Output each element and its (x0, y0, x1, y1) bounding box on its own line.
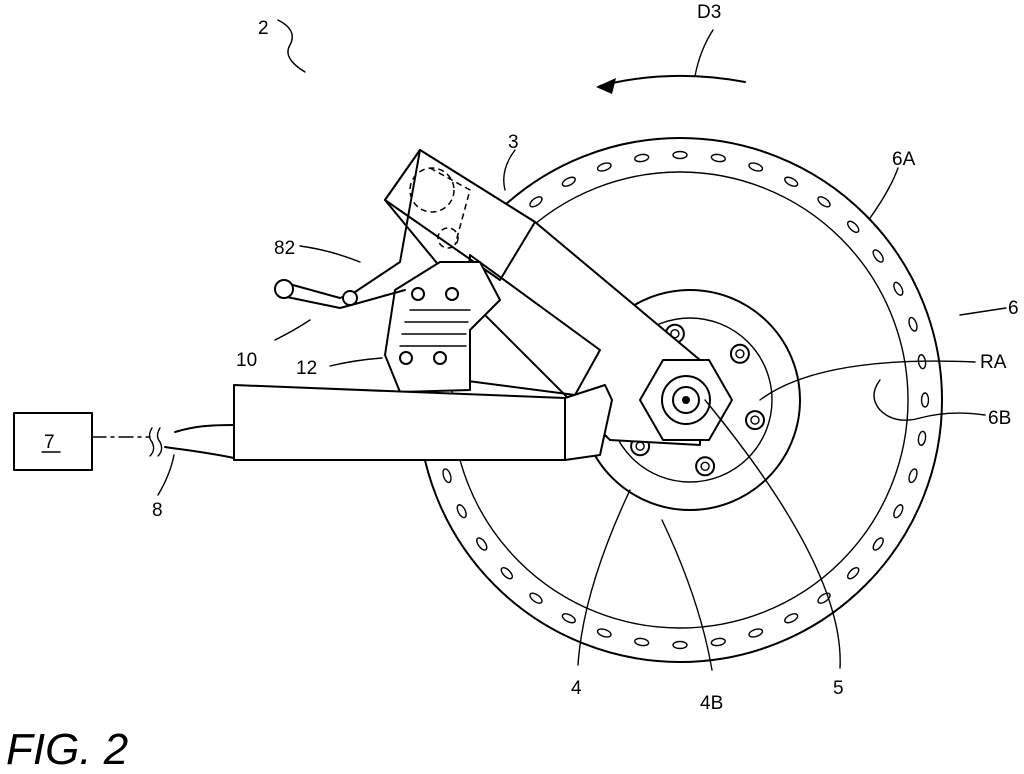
rotor-hole (561, 613, 576, 624)
rotor-hole (846, 220, 860, 234)
rotor-spoke-inner (506, 495, 626, 546)
rotation-arrow (596, 29, 746, 94)
label-7: 7 (44, 432, 55, 453)
rotor-spoke-inner (734, 254, 854, 305)
rotor-hole (748, 162, 764, 172)
rotor-spoke-inner (775, 342, 903, 364)
lever-link (274, 149, 421, 309)
rotor-hole (529, 592, 543, 604)
rotor-hole (817, 592, 831, 604)
label-10: 10 (236, 350, 257, 371)
rotor-hole (596, 628, 612, 638)
rotor-hole (748, 628, 764, 638)
control-unit-box: 7 (13, 412, 93, 471)
label-12: 12 (296, 358, 317, 379)
rotor-hole (893, 504, 904, 519)
rotor-hole (710, 637, 726, 647)
label-4: 4 (571, 678, 582, 699)
axle-nut (639, 359, 733, 441)
rotor-hole (817, 196, 831, 208)
figure-title: FIG. 2 (6, 725, 128, 774)
rotor-hole (784, 613, 799, 624)
reference-labels: 2 D3 3 6A 6 82 10 12 RA 6B 8 4 4B 5 (152, 2, 1019, 714)
rotor-hole (596, 162, 612, 172)
label-6a: 6A (892, 149, 916, 170)
label-82: 82 (274, 238, 295, 259)
rotor-hole (442, 468, 452, 484)
rotor-hole (846, 566, 860, 580)
rotor-hole (710, 153, 726, 163)
rotor-hole (561, 176, 576, 187)
rotor-spoke-inner (678, 187, 759, 290)
rotor-spoke-inner (467, 321, 570, 402)
hub-bolt-center (700, 461, 710, 471)
label-6b: 6B (988, 408, 1011, 429)
label-ra: RA (980, 352, 1007, 373)
rotor-spoke-inner (775, 454, 826, 574)
label-4b: 4B (700, 693, 723, 714)
hub-bolt-center (670, 329, 680, 339)
brake-caliper (384, 261, 501, 393)
hub-bolt (729, 343, 750, 364)
cable (91, 424, 235, 459)
label-8: 8 (152, 500, 163, 521)
label-6: 6 (1008, 298, 1019, 319)
rotor-hole (908, 316, 918, 332)
rotor-hole (456, 504, 467, 519)
rotor-hole (634, 637, 650, 647)
rotor-hole (784, 176, 799, 187)
rotor-hole (500, 566, 514, 580)
rotor-hole (920, 392, 930, 408)
rotor-hole (672, 150, 688, 160)
rotor-hole (476, 537, 488, 551)
rotor-hole (908, 468, 918, 484)
hub-bolt-center (735, 349, 745, 359)
leader-lines (157, 19, 1007, 671)
hub-bolt (695, 456, 716, 477)
rotor-hole (634, 153, 650, 163)
rotor-hole (893, 281, 904, 296)
rotor-spoke-inner (716, 495, 738, 623)
rotor-spoke-inner (601, 510, 682, 613)
label-3: 3 (508, 132, 519, 153)
rotor-spoke-inner (790, 398, 893, 479)
chainstay-body (233, 384, 613, 461)
rotor-spoke-inner (622, 177, 644, 305)
hub-bolt (745, 410, 765, 431)
label-5: 5 (833, 678, 844, 699)
rotor-hole (529, 196, 543, 208)
label-2: 2 (258, 18, 269, 39)
hub-bolt-center (750, 415, 760, 425)
rotor-hole (917, 430, 927, 446)
rotor-hole (672, 640, 688, 650)
rotor-hole (872, 249, 884, 263)
label-d3: D3 (697, 2, 721, 23)
rotor-hole (872, 537, 884, 551)
